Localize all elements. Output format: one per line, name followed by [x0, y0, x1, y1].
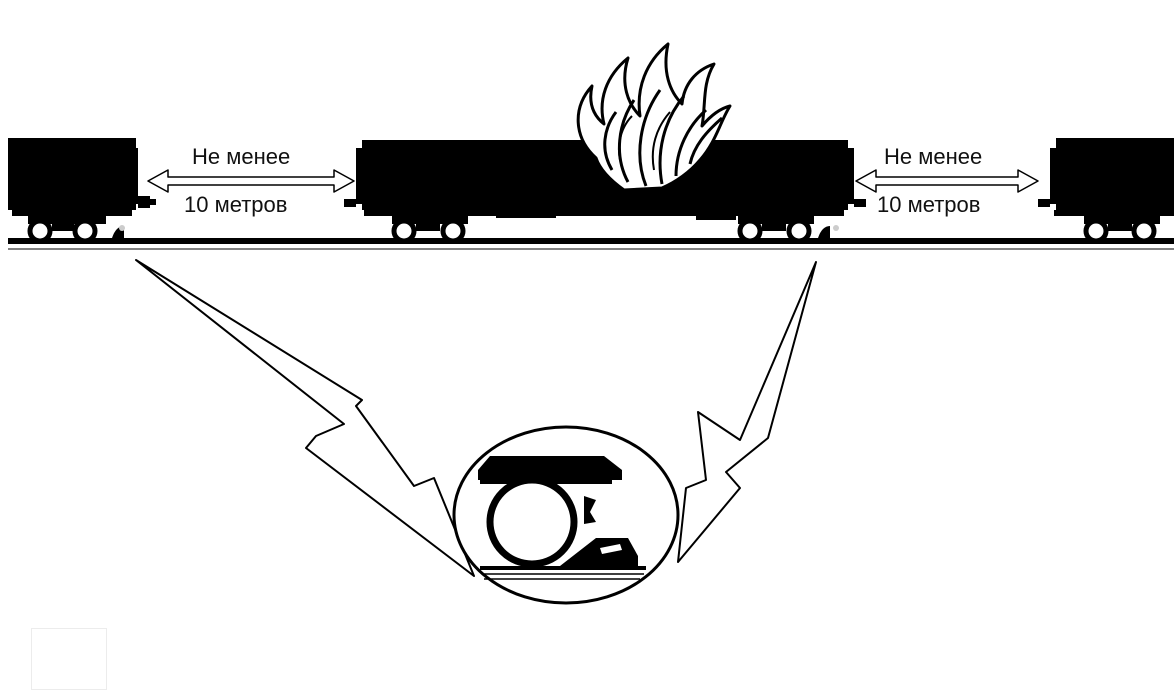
- wheel-chock-icon: [452, 425, 680, 605]
- gap-left-label-line2: 10 метров: [184, 192, 288, 217]
- brake-shoe-right: [818, 226, 830, 238]
- rail-track: [8, 238, 1174, 250]
- left-wagon: [8, 138, 156, 244]
- burning-wagon-bogie-left: [391, 214, 468, 244]
- pointer-arrow-right: [677, 261, 817, 563]
- gap-right-label-line1: Не менее: [884, 144, 983, 169]
- burning-wagon-bogie-right: [737, 214, 814, 244]
- corner-placeholder-box: [31, 628, 107, 690]
- fire-icon: [576, 42, 732, 192]
- distance-arrow-right: [855, 169, 1039, 193]
- pointer-arrow-left: [135, 259, 475, 577]
- right-wagon: [1038, 138, 1174, 244]
- left-wagon-bogie: [27, 214, 106, 244]
- gap-left-label-line1: Не менее: [192, 144, 291, 169]
- right-wagon-bogie: [1083, 214, 1160, 244]
- gap-right-label-line2: 10 метров: [877, 192, 981, 217]
- distance-arrow-left: [147, 169, 355, 193]
